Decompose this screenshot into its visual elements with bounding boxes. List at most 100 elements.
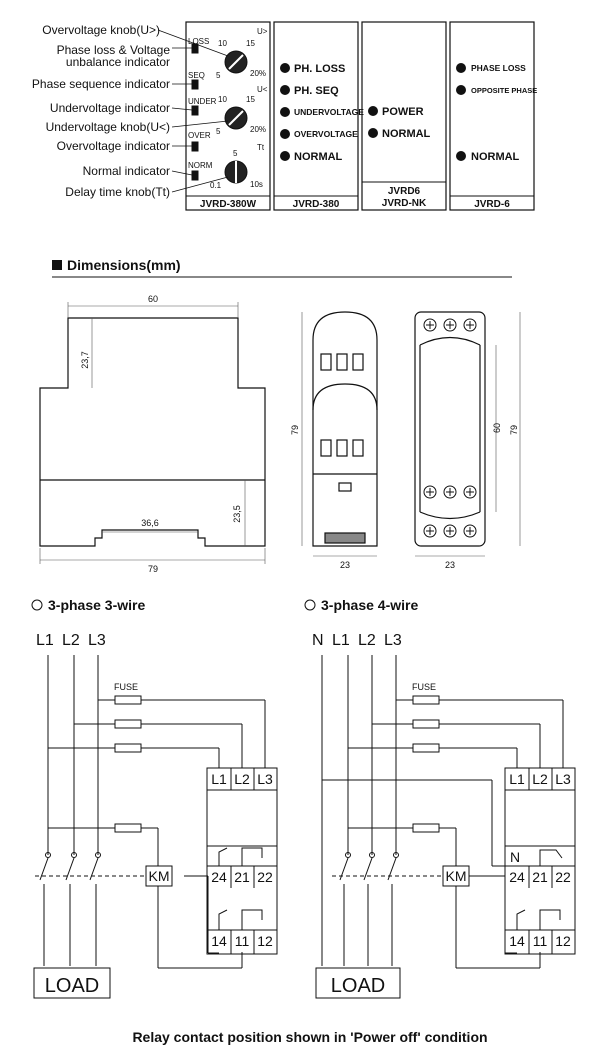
- side-dim-labels: 79 23: [290, 425, 350, 570]
- annotation-phase-loss-1: Phase loss & Voltage: [57, 43, 171, 57]
- led-label-ph-loss: PH. LOSS: [294, 63, 345, 75]
- left-terminal-labels: L1 L2 L3 24 21 22 14 11 12: [211, 771, 273, 949]
- model-jvrd6: JVRD6: [388, 186, 421, 197]
- screw-row-bottom: [423, 524, 477, 538]
- overvoltage-knob: [224, 50, 248, 74]
- annotation-undervoltage-ind: Undervoltage indicator: [50, 101, 170, 115]
- right-term-24: 24: [509, 869, 525, 885]
- led-label-normal: NORMAL: [294, 151, 343, 163]
- radio-bullet-icon-3wire: [31, 599, 43, 611]
- dim-side-height: 79: [290, 425, 300, 435]
- wiring-left: [33, 655, 278, 999]
- k2-20: 20%: [250, 125, 266, 134]
- dim-back-width: 23: [445, 560, 455, 570]
- right-term-14: 14: [509, 933, 525, 949]
- left-term-l1: L1: [211, 771, 227, 787]
- left-term-12: 12: [257, 933, 273, 949]
- over-indicator-led: [191, 141, 199, 152]
- left-line-l2: L2: [62, 632, 80, 649]
- seq-indicator-led: [191, 79, 199, 90]
- knob-symbol-u-under: U<: [257, 85, 268, 94]
- k1-10: 10: [218, 39, 227, 48]
- right-term-22: 22: [555, 869, 571, 885]
- right-term-21: 21: [532, 869, 548, 885]
- right-line-n: N: [312, 632, 324, 649]
- dim-back-inner-height: 60: [492, 423, 502, 433]
- model-jvrd-380: JVRD-380: [293, 199, 340, 210]
- right-term-l3: L3: [555, 771, 571, 787]
- right-term-l2: L2: [532, 771, 548, 787]
- panel-jvrd-380: PH. LOSS PH. SEQ UNDERVOLTAGE OVERVOLTAG…: [273, 21, 364, 211]
- right-neutral-label: N: [510, 849, 520, 865]
- tag-norm: NORM: [188, 161, 213, 170]
- front-dim-labels: 60 23,7 23,5 36,6 79: [80, 294, 242, 574]
- back-view-dims: [415, 312, 521, 557]
- dim-front-top-width: 60: [148, 294, 158, 304]
- wiring-right: [315, 655, 576, 999]
- relay-front-panel: [185, 21, 271, 211]
- relay-annotations: Overvoltage knob(U>) Phase loss & Voltag…: [32, 23, 170, 199]
- panel-jvrd6-nk: POWER NORMAL JVRD6 JVRD-NK: [361, 21, 447, 211]
- left-term-22: 22: [257, 869, 273, 885]
- led-label-ph-seq: PH. SEQ: [294, 85, 339, 97]
- under-indicator-led: [191, 105, 199, 116]
- k3-10s: 10s: [250, 180, 263, 189]
- left-km-label: KM: [149, 868, 170, 884]
- front-view-outline: [39, 317, 266, 547]
- back-view: [414, 311, 486, 547]
- model-jvrd-6: JVRD-6: [474, 199, 510, 210]
- led-label-phase-loss: PHASE LOSS: [471, 63, 526, 73]
- led-label-normal-3: NORMAL: [471, 151, 520, 163]
- annotation-undervoltage-knob: Undervoltage knob(U<): [46, 120, 170, 134]
- left-term-24: 24: [211, 869, 227, 885]
- led-label-normal-2: NORMAL: [382, 128, 431, 140]
- k2-5: 5: [216, 127, 221, 136]
- radio-bullet-icon-4wire: [304, 599, 316, 611]
- led-label-power: POWER: [382, 106, 424, 118]
- k3-0-1: 0.1: [210, 181, 222, 190]
- right-term-l1: L1: [509, 771, 525, 787]
- right-term-11: 11: [533, 933, 548, 949]
- right-line-l3: L3: [384, 632, 402, 649]
- k1-15: 15: [246, 39, 255, 48]
- k1-5: 5: [216, 71, 221, 80]
- right-line-l1: L1: [332, 632, 350, 649]
- side-view: [312, 311, 378, 547]
- annotation-leaders: [157, 29, 229, 193]
- left-term-14: 14: [211, 933, 227, 949]
- led-label-overvoltage: OVERVOLTAGE: [294, 129, 358, 139]
- dim-front-rail: 36,6: [141, 518, 159, 528]
- model-jvrd-380w: JVRD-380W: [200, 199, 257, 210]
- right-terminal-labels: L1 L2 L3 24 21 22 14 11 12: [509, 771, 571, 949]
- k3-5: 5: [233, 149, 238, 158]
- led-label-opposite-phase: OPPOSITE PHASE: [471, 86, 537, 95]
- relay-panel-labels: LOSS SEQ UNDER OVER NORM U> U< Tt 5 10 1…: [188, 27, 268, 190]
- left-term-l3: L3: [257, 771, 273, 787]
- tag-seq: SEQ: [188, 71, 205, 80]
- tag-under: UNDER: [188, 97, 217, 106]
- right-fuse-label: FUSE: [412, 682, 436, 692]
- delay-time-knob: [224, 160, 248, 184]
- wiring-right-line-labels: N L1 L2 L3: [312, 632, 402, 649]
- dim-front-top-height: 23,7: [80, 351, 90, 369]
- wiring-title-3wire: 3-phase 3-wire: [48, 597, 145, 613]
- right-term-12: 12: [555, 933, 571, 949]
- screw-row-top: [423, 318, 477, 332]
- front-view-dims: [39, 302, 266, 564]
- knob-symbol-tt: Tt: [257, 143, 265, 152]
- dim-front-base-height: 23,5: [232, 505, 242, 523]
- right-km-label: KM: [446, 868, 467, 884]
- right-line-l2: L2: [358, 632, 376, 649]
- annotation-normal-ind: Normal indicator: [83, 164, 170, 178]
- k2-10: 10: [218, 95, 227, 104]
- tag-over: OVER: [188, 131, 211, 140]
- left-term-21: 21: [234, 869, 250, 885]
- left-line-l3: L3: [88, 632, 106, 649]
- tag-loss: LOSS: [188, 37, 209, 46]
- back-view-screws: [423, 318, 477, 538]
- left-line-l1: L1: [36, 632, 54, 649]
- knob-symbol-u-over: U>: [257, 27, 268, 36]
- annotation-phase-loss-2: unbalance indicator: [66, 55, 170, 69]
- dim-side-width: 23: [340, 560, 350, 570]
- k2-15: 15: [246, 95, 255, 104]
